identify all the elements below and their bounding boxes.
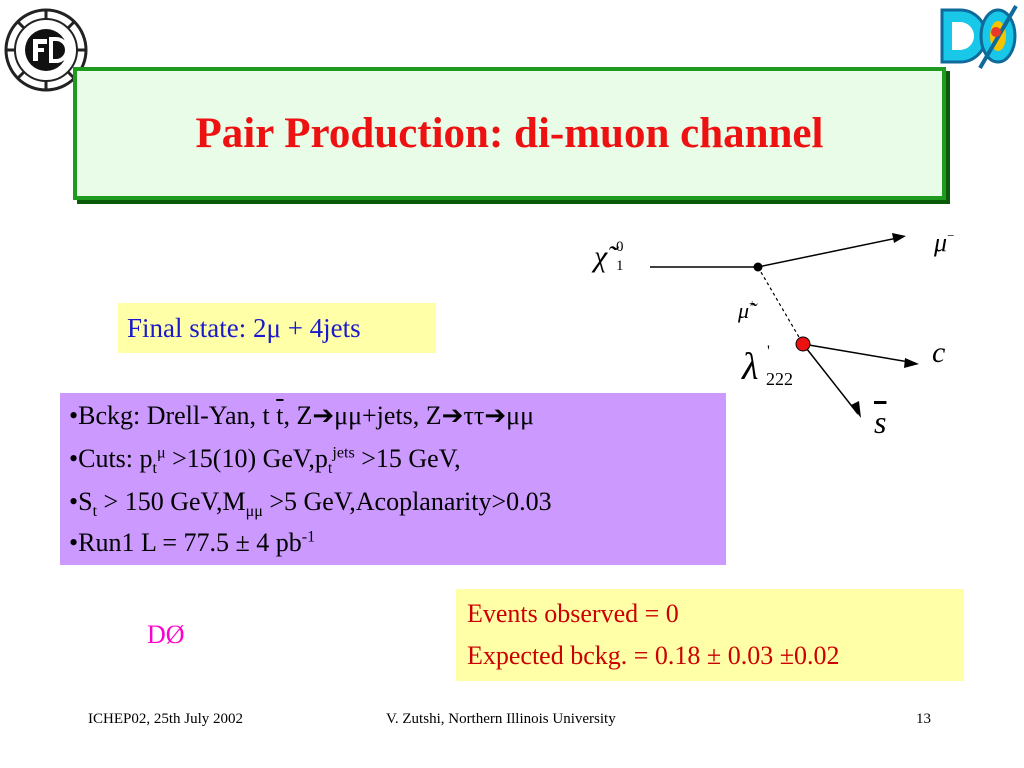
neutralino-sub: 1 xyxy=(616,258,624,274)
background-line: •Bckg: Drell-Yan, t t, Z➔μμ+jets, Z➔ττ➔μ… xyxy=(69,401,535,430)
d0-logo xyxy=(940,4,1018,70)
events-observed: Events observed = 0 xyxy=(467,599,679,628)
muon-line xyxy=(757,236,903,268)
muon-arrow-icon xyxy=(892,233,906,243)
final-state-box: Final state: 2μ + 4jets xyxy=(118,303,436,353)
footer-page-number: 13 xyxy=(916,711,931,727)
lambda-coupling-label: λ'222 xyxy=(742,343,793,389)
c-quark-line xyxy=(802,343,916,364)
feynman-diagram xyxy=(650,233,919,418)
neutralino-sup: 0 xyxy=(616,239,624,255)
rpv-vertex-dot xyxy=(795,336,811,352)
final-state-text: Final state: 2μ + 4jets xyxy=(127,313,361,343)
d0-label: DØ xyxy=(147,620,185,649)
footer-conference: ICHEP02, 25th July 2002 xyxy=(88,711,244,727)
c-quark-label: c xyxy=(932,336,946,369)
c-arrow-icon xyxy=(904,358,919,368)
s-quark-line xyxy=(802,343,859,415)
fermilab-logo xyxy=(4,8,88,92)
footer-author: V. Zutshi, Northern Illinois University xyxy=(386,711,616,727)
smuon-dashed-line xyxy=(757,266,804,345)
s-arrow-icon xyxy=(851,401,861,418)
st-mass-line: •St > 150 GeV,Mμμ >5 GeV,Acoplanarity>0.… xyxy=(69,487,552,521)
vertex-dot xyxy=(753,262,763,272)
s-antiquark-label: s xyxy=(874,404,887,440)
events-box: Events observed = 0 Expected bckg. = 0.1… xyxy=(456,589,964,681)
cuts-line: •Cuts: ptμ >15(10) GeV,ptjets >15 GeV, xyxy=(69,444,461,478)
title-box: Pair Production: di-muon channel xyxy=(73,67,946,200)
smuon-label: μ̃+ xyxy=(738,298,756,323)
slide-title: Pair Production: di-muon channel xyxy=(195,110,824,157)
luminosity-line: •Run1 L = 77.5 ± 4 pb-1 xyxy=(69,528,316,557)
expected-background: Expected bckg. = 0.18 ± 0.03 ±0.02 xyxy=(467,641,840,670)
cuts-box: •Bckg: Drell-Yan, t t, Z➔μμ+jets, Z➔ττ➔μ… xyxy=(60,393,726,565)
muon-minus-label: μ− xyxy=(934,228,955,257)
